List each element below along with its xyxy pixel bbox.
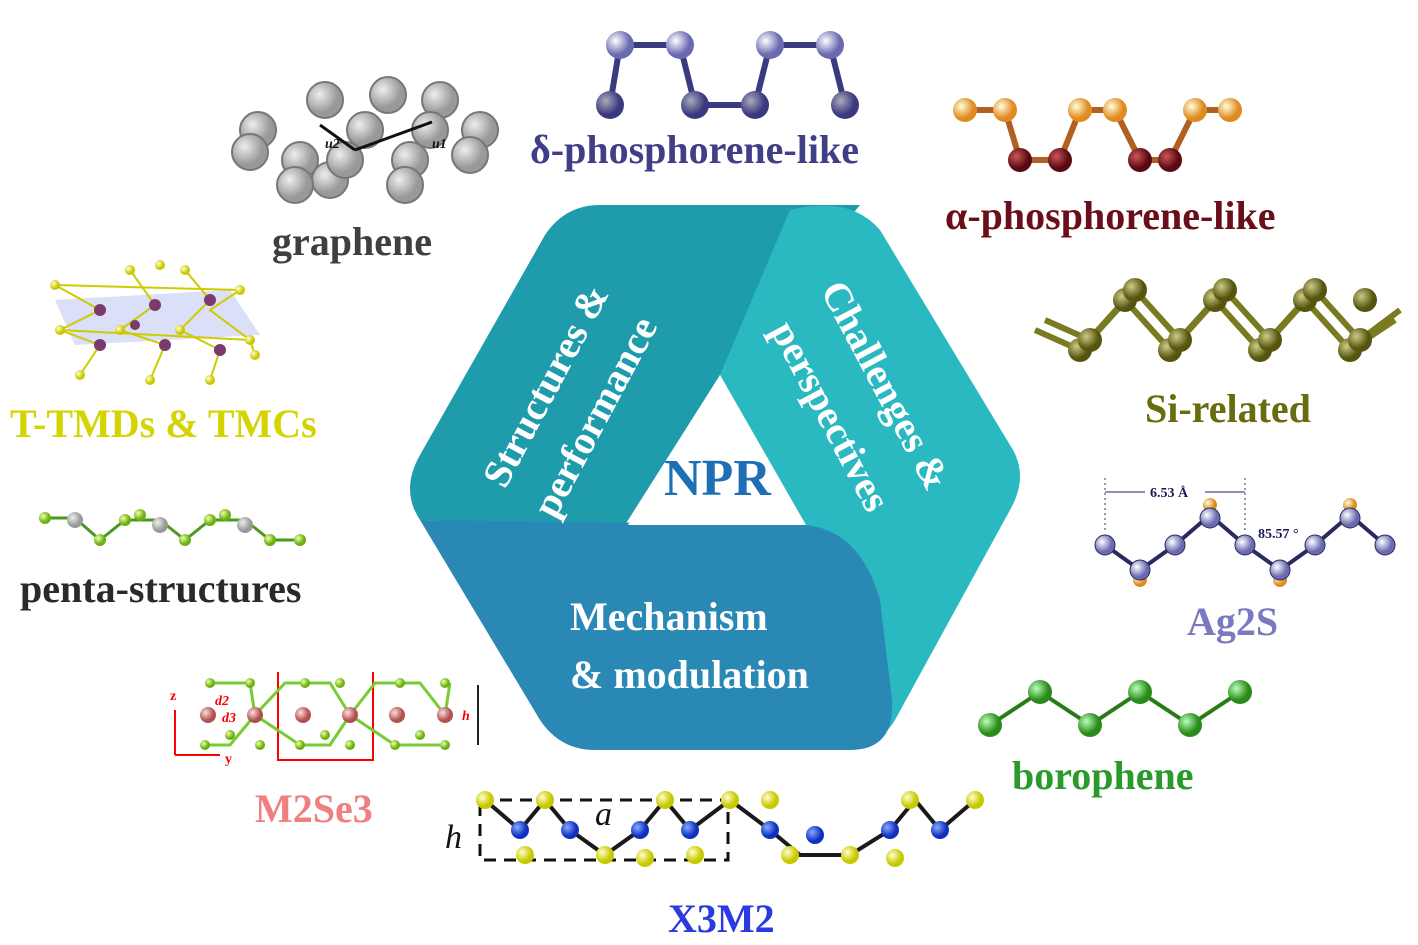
delta-phosphorene-structure xyxy=(596,31,859,119)
ag2s-angle-label: 85.57 ° xyxy=(1258,527,1299,542)
label-delta-phosphorene: δ-phosphorene-like xyxy=(530,127,859,172)
mechanism-label-1: Mechanism xyxy=(570,594,768,639)
x3m2-h-label: h xyxy=(445,819,462,856)
si-structure xyxy=(1033,278,1402,362)
band-mechanism xyxy=(420,520,893,750)
central-triangle: Structures & performance Challenges & pe… xyxy=(410,205,1020,750)
label-si-related: Si-related xyxy=(1145,386,1311,431)
label-alpha-phosphorene: α-phosphorene-like xyxy=(945,193,1276,238)
label-tmds: T-TMDs & TMCs xyxy=(10,401,317,446)
tmds-structure xyxy=(50,260,260,385)
mechanism-label-2: & modulation xyxy=(570,652,809,697)
label-x3m2: X3M2 xyxy=(668,896,775,941)
label-borophene: borophene xyxy=(1012,753,1194,798)
alpha-phosphorene-structure xyxy=(953,98,1242,172)
m2se3-h-label: h xyxy=(462,709,470,724)
x3m2-a-label: a xyxy=(595,796,612,833)
label-graphene: graphene xyxy=(272,219,432,264)
graphene-u1-label: u1 xyxy=(432,137,447,152)
label-penta: penta-structures xyxy=(20,566,302,611)
graphene-u2-label: u2 xyxy=(325,137,340,152)
ag2s-length-label: 6.53 Å xyxy=(1150,485,1189,501)
m2se3-y-label: y xyxy=(225,752,232,767)
npr-title: NPR xyxy=(664,450,772,507)
penta-structure xyxy=(39,509,306,546)
m2se3-d3-label: d3 xyxy=(222,711,236,726)
x3m2-structure: h a xyxy=(445,791,984,867)
graphene-structure: u2 u1 xyxy=(231,76,499,204)
band-challenges xyxy=(720,205,1020,741)
label-ag2s: Ag2S xyxy=(1187,599,1279,644)
m2se3-structure: z y d2 d3 h xyxy=(170,672,479,767)
label-m2se3: M2Se3 xyxy=(255,786,373,831)
ag2s-structure: 6.53 Å 85.57 ° xyxy=(1094,478,1396,587)
m2se3-z-label: z xyxy=(170,689,176,704)
band-structures xyxy=(410,205,860,525)
npr-center-triangle xyxy=(628,375,806,525)
borophene-structure xyxy=(978,680,1252,737)
m2se3-d2-label: d2 xyxy=(215,694,229,709)
